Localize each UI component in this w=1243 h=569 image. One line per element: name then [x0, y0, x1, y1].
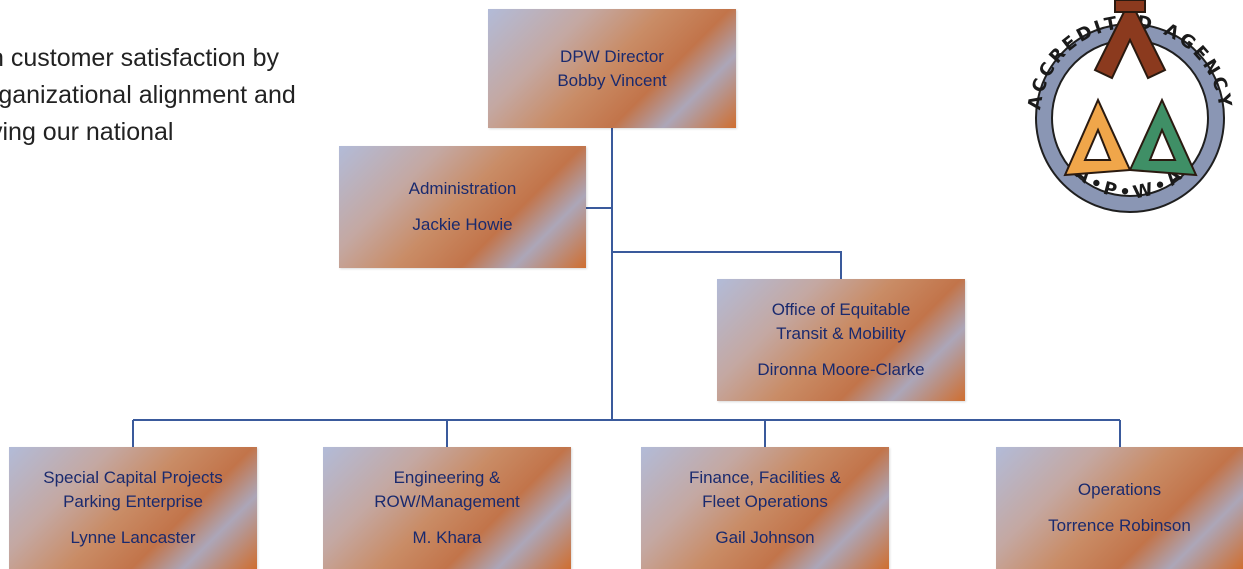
director-name: Bobby Vincent — [557, 70, 667, 90]
equitable-box: Office of Equitable Transit & Mobility D… — [717, 279, 965, 401]
equitable-name: Dironna Moore-Clarke — [757, 360, 925, 379]
intro-line-1: n customer satisfaction by — [0, 44, 280, 72]
director-box: DPW Director Bobby Vincent — [488, 9, 736, 128]
special-name: Lynne Lancaster — [70, 528, 196, 547]
finance-name: Gail Johnson — [715, 528, 815, 547]
equitable-connector — [612, 251, 842, 279]
logo-top-triangle — [1093, 0, 1167, 80]
equitable-title-1: Office of Equitable — [771, 300, 911, 319]
equitable-title-2: Transit & Mobility — [776, 324, 906, 343]
special-title-2: Parking Enterprise — [63, 492, 203, 511]
intro-line-2: rganizational alignment and — [0, 81, 296, 109]
engineering-title-1: Engineering & — [393, 468, 501, 487]
logo-left-triangle — [1063, 97, 1132, 177]
administration-name: Jackie Howie — [412, 215, 513, 234]
intro-text: n customer satisfaction by rganizational… — [0, 40, 420, 151]
special-title-1: Special Capital Projects — [43, 468, 223, 487]
operations-title: Operations — [1077, 480, 1162, 499]
engineering-name: M. Khara — [412, 528, 482, 547]
operations-box: Operations Torrence Robinson — [996, 447, 1243, 569]
intro-line-3: ving our national — [0, 118, 174, 146]
administration-title: Administration — [408, 179, 517, 198]
finance-title-2: Fleet Operations — [702, 492, 828, 511]
apwa-accredited-logo: ACCREDITED AGENCY A•P•W•A — [1024, 0, 1233, 213]
operations-name: Torrence Robinson — [1048, 516, 1191, 535]
director-title: DPW Director — [560, 46, 664, 66]
finance-title-1: Finance, Facilities & — [688, 468, 842, 487]
engineering-title-2: ROW/Management — [374, 492, 520, 511]
finance-box: Finance, Facilities & Fleet Operations G… — [641, 447, 889, 569]
administration-box: Administration Jackie Howie — [339, 146, 586, 268]
special-projects-box: Special Capital Projects Parking Enterpr… — [9, 447, 257, 569]
engineering-box: Engineering & ROW/Management M. Khara — [323, 447, 571, 569]
logo-right-triangle — [1128, 97, 1198, 177]
